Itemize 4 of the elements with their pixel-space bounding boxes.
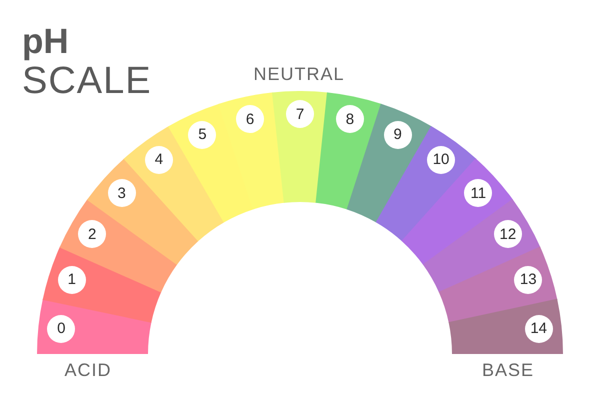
scale-label: BASE xyxy=(482,361,534,379)
scale-label: ACID xyxy=(64,361,112,379)
diagram-title: pH SCALE xyxy=(22,24,152,100)
scale-label: NEUTRAL xyxy=(254,65,344,83)
